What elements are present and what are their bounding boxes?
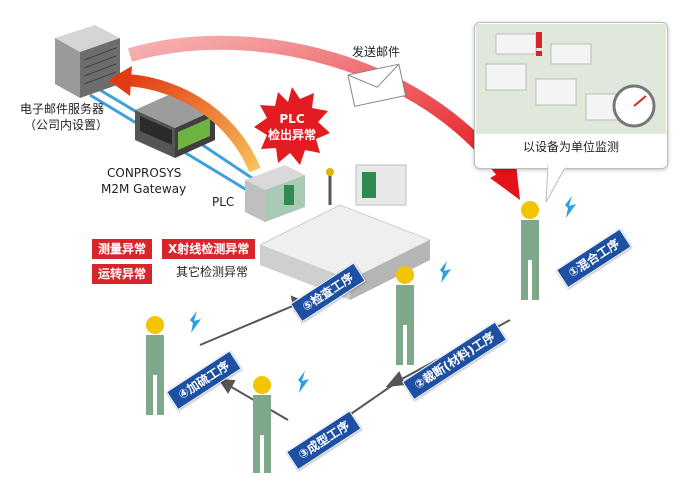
alert-icon bbox=[536, 32, 542, 48]
wireless-icons bbox=[190, 196, 576, 393]
flow-arrow-2-3 bbox=[344, 379, 401, 419]
burst-line2: 检出异常 bbox=[267, 128, 316, 142]
plc-illustration bbox=[245, 165, 305, 222]
burst-line1: PLC bbox=[279, 112, 305, 126]
worker-1 bbox=[521, 201, 539, 300]
burst-label: PLC 检出异常 bbox=[264, 111, 320, 143]
orange-arrow bbox=[119, 74, 261, 173]
other-inspection-label: 其它检测异常 bbox=[176, 265, 249, 279]
mail-server-label: 电子邮件服务器 bbox=[20, 102, 105, 116]
envelope-icon bbox=[347, 63, 407, 107]
workers bbox=[146, 201, 539, 473]
plc-label: PLC bbox=[212, 195, 235, 209]
factory-monitor-illustration bbox=[476, 24, 666, 134]
send-mail-label: 发送邮件 bbox=[352, 45, 401, 59]
worker-2 bbox=[396, 266, 414, 365]
worker-3 bbox=[253, 376, 271, 473]
burst-icon bbox=[254, 87, 330, 165]
flow-arrow-4-5 bbox=[199, 304, 296, 346]
red-arrow bbox=[128, 35, 511, 180]
gateway-label-line1: CONPROSYS bbox=[107, 166, 182, 180]
monitor-caption: 以设备为单位监测 bbox=[522, 140, 619, 154]
callout-pointer bbox=[545, 165, 567, 203]
alert-tag-operation: 运转异常 bbox=[92, 264, 153, 284]
alert-tag-xray: X射线检测异常 bbox=[162, 239, 256, 259]
mail-server-illustration bbox=[55, 25, 120, 98]
gateway-illustration bbox=[135, 92, 215, 158]
worker-4 bbox=[146, 316, 164, 415]
mail-server-sublabel: （公司内设置） bbox=[24, 118, 109, 132]
monitoring-callout: 以设备为单位监测 bbox=[474, 22, 668, 169]
gateway-label-line2: M2M Gateway bbox=[101, 182, 187, 196]
alert-tag-measurement: 测量异常 bbox=[92, 239, 153, 259]
